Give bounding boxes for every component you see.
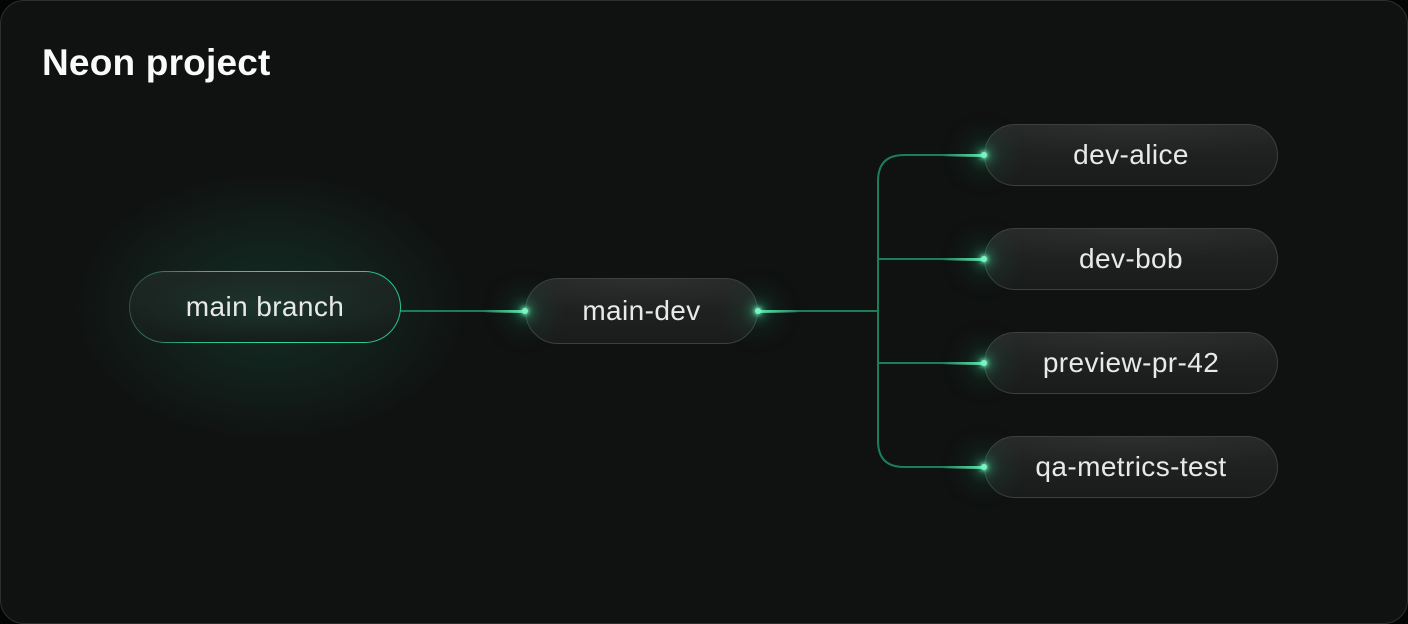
- branch-node-preview-pr-42[interactable]: preview-pr-42: [984, 332, 1278, 394]
- branch-node-qa-metrics-test[interactable]: qa-metrics-test: [984, 436, 1278, 498]
- branch-node-main-dev-label: main-dev: [582, 295, 701, 326]
- branch-node-dev-bob[interactable]: dev-bob: [984, 228, 1278, 290]
- branch-node-main-dev[interactable]: main-dev: [525, 278, 758, 344]
- branch-node-dev-alice-label: dev-alice: [1073, 139, 1189, 170]
- branch-node-qa-metrics-test-label: qa-metrics-test: [1035, 451, 1227, 482]
- branch-node-dev-bob-label: dev-bob: [1079, 243, 1183, 274]
- branch-node-main[interactable]: main branch: [129, 271, 401, 343]
- project-title: Neon project: [42, 42, 271, 83]
- branch-node-dev-alice[interactable]: dev-alice: [984, 124, 1278, 186]
- branch-node-preview-pr-42-label: preview-pr-42: [1042, 347, 1220, 378]
- branch-node-main-label: main branch: [185, 291, 345, 322]
